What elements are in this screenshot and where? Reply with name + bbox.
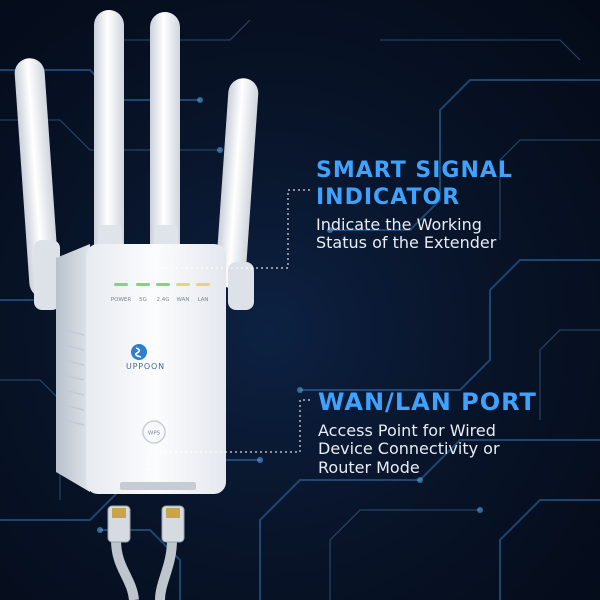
feature-wan-lan-port: WAN/LAN PORT Access Point for Wired Devi… <box>318 390 537 477</box>
antenna-4 <box>215 78 259 310</box>
indicator-label: LAN <box>197 297 208 303</box>
description-line: Router Mode <box>318 457 420 477</box>
feature-smart-signal: SMART SIGNAL INDICATOR Indicate the Work… <box>316 160 513 253</box>
feature-headline: WAN/LAN PORT <box>318 390 537 414</box>
device-side <box>56 244 90 492</box>
feature-description: Indicate the Working Status of the Exten… <box>316 215 513 253</box>
indicator-label: WAN <box>176 297 189 303</box>
headline-line: INDICATOR <box>316 185 461 210</box>
brand-name: UPPOON <box>126 362 165 371</box>
wps-button: WPS <box>142 420 166 444</box>
headline-line: SMART SIGNAL <box>316 158 513 183</box>
description-line: Device Connectivity or <box>318 439 500 459</box>
callout-line-port <box>147 399 310 478</box>
antenna-1 <box>14 58 60 310</box>
indicator-label: 2.4G <box>156 297 169 303</box>
device-body <box>86 244 226 494</box>
indicator-label: 5G <box>139 297 147 303</box>
description-line: Access Point for Wired <box>318 421 496 440</box>
callout-line-indicator <box>160 189 310 269</box>
brand-logo: UPPOON <box>126 344 165 371</box>
description-line: Indicate the Working <box>316 215 482 234</box>
ethernet-cable-2 <box>155 505 185 600</box>
ethernet-ports <box>120 482 196 490</box>
indicator-leds <box>114 283 210 286</box>
indicator-label: POWER <box>111 297 132 303</box>
indicator-labels: POWER 5G 2.4G WAN LAN <box>111 297 209 303</box>
ethernet-cable-1 <box>107 505 139 600</box>
headline-line: WAN/LAN PORT <box>318 388 537 416</box>
feature-description: Access Point for Wired Device Connectivi… <box>318 421 537 477</box>
feature-headline: SMART SIGNAL INDICATOR <box>316 160 513 209</box>
vent-slots <box>63 329 85 426</box>
description-line: Status of the Extender <box>316 233 497 253</box>
wps-label: WPS <box>148 431 161 437</box>
